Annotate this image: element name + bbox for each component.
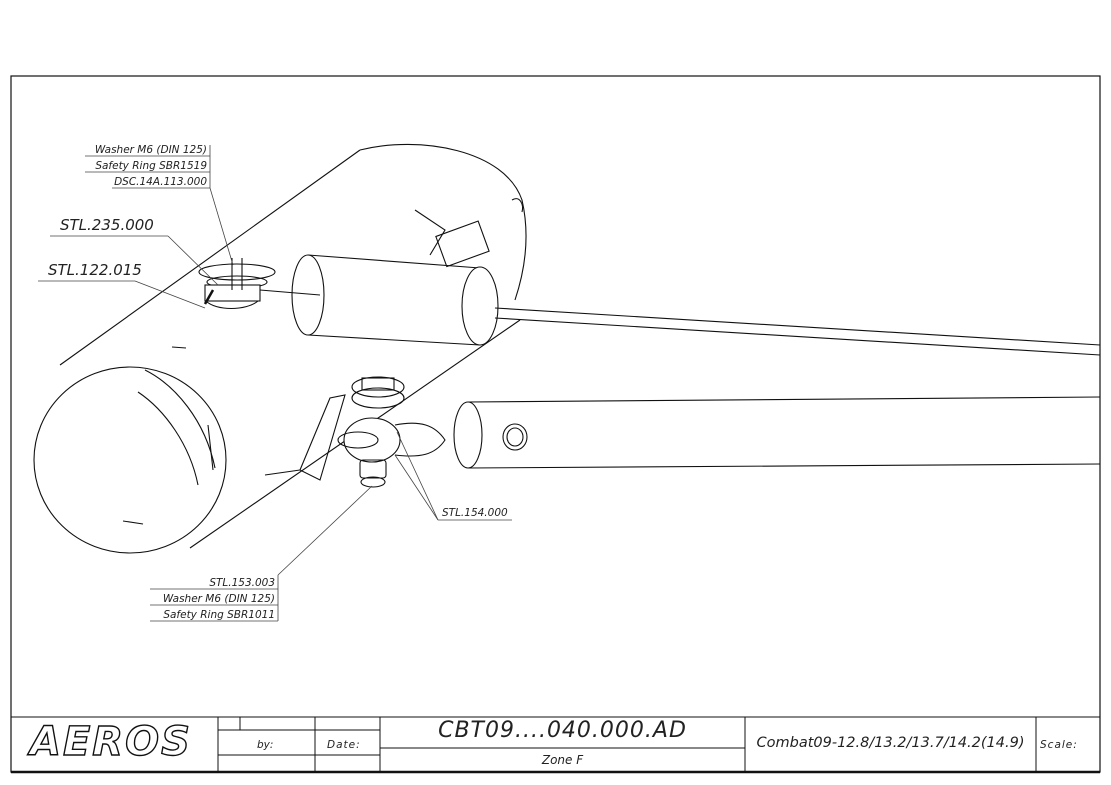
callout-washer-top: Washer M6 (DIN 125) bbox=[94, 144, 207, 156]
title-block-grid bbox=[11, 716, 1100, 774]
callout-safety-ring-top: Safety Ring SBR1519 bbox=[95, 160, 207, 172]
callout-washer-bottom: Washer M6 (DIN 125) bbox=[162, 593, 275, 605]
company-logo: AEROS bbox=[29, 719, 192, 765]
callout-stl-235: STL.235.000 bbox=[60, 216, 154, 234]
zone-label: Zone F bbox=[541, 753, 584, 767]
drawing-number: CBT09....040.000.AD bbox=[438, 718, 687, 743]
leader-lines bbox=[38, 145, 512, 622]
date-label: Date: bbox=[327, 739, 361, 751]
main-tube bbox=[33, 143, 527, 554]
sleeve-cylinder bbox=[291, 254, 499, 346]
end-bracket bbox=[414, 198, 524, 268]
lower-fitting bbox=[264, 376, 446, 488]
callout-safety-ring-bottom: Safety Ring SBR1011 bbox=[163, 609, 275, 621]
by-label: by: bbox=[257, 739, 274, 751]
callout-stl-122: STL.122.015 bbox=[48, 261, 142, 279]
strut-tube bbox=[453, 396, 1101, 469]
scale-label: Scale: bbox=[1040, 739, 1078, 751]
model-designation: Combat09-12.8/13.2/13.7/14.2(14.9) bbox=[756, 735, 1025, 751]
part-drawing bbox=[33, 143, 1101, 554]
upper-fitting bbox=[198, 258, 276, 310]
callout-dsc-part: DSC.14A.113.000 bbox=[114, 176, 207, 188]
callout-stl-154: STL.154.000 bbox=[442, 507, 508, 519]
long-rod bbox=[259, 289, 1101, 356]
callout-stl-153: STL.153.003 bbox=[209, 577, 275, 589]
